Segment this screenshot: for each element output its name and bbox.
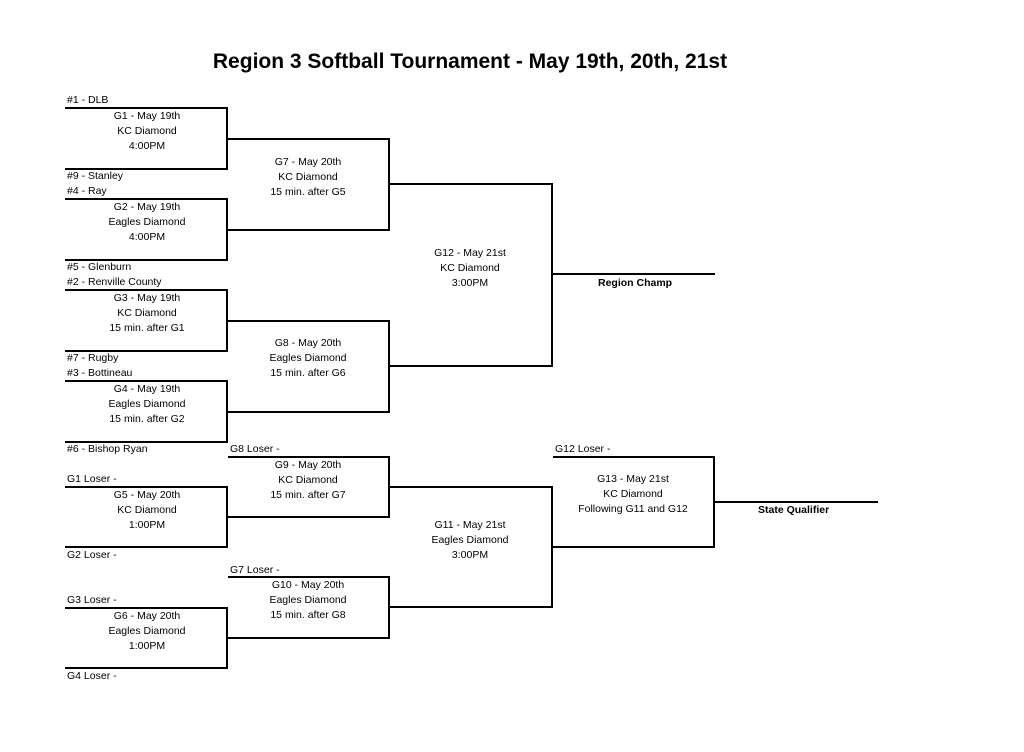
game-g5-site: KC Diamond: [117, 504, 177, 516]
team-seed-2: #2 - Renville County: [67, 276, 162, 288]
line-g11-bottom: [388, 606, 553, 608]
line-g12-bottom: [388, 365, 553, 367]
loser-g8: G8 Loser -: [230, 443, 280, 455]
line-g6-bottom: [65, 667, 228, 669]
game-g11-time: 3:00PM: [451, 549, 489, 561]
game-g2-site: Eagles Diamond: [108, 216, 186, 228]
line-g9-bottom: [226, 516, 390, 518]
line-g7-bottom: [226, 229, 390, 231]
game-g4-title: G4 - May 19th: [113, 383, 181, 395]
game-g11: G11 - May 21st Eagles Diamond 3:00PM: [390, 518, 550, 563]
game-g9-title: G9 - May 20th: [274, 459, 342, 471]
loser-g7: G7 Loser -: [230, 564, 280, 576]
game-g5-title: G5 - May 20th: [113, 489, 181, 501]
line-g11-top: [388, 486, 553, 488]
game-g3-site: KC Diamond: [117, 307, 177, 319]
team-seed-6: #6 - Bishop Ryan: [67, 443, 148, 455]
game-g12-time: 3:00PM: [451, 277, 489, 289]
line-g7-top: [226, 138, 390, 140]
line-g2-bottom: [65, 259, 228, 261]
state-qualifier-label: State Qualifier: [758, 504, 830, 516]
game-g1-title: G1 - May 19th: [113, 110, 181, 122]
game-g9-time: 15 min. after G7: [270, 489, 346, 501]
line-g2-top: [65, 198, 228, 200]
game-g12-title: G12 - May 21st: [434, 247, 506, 259]
game-g13-time: Following G11 and G12: [578, 503, 688, 515]
game-g7: G7 - May 20th KC Diamond 15 min. after G…: [228, 155, 388, 200]
game-g1-time: 4:00PM: [128, 140, 166, 152]
game-g10-time: 15 min. after G8: [270, 609, 346, 621]
game-g11-title: G11 - May 21st: [434, 519, 506, 531]
team-seed-5: #5 - Glenburn: [67, 261, 132, 273]
game-g8-title: G8 - May 20th: [274, 337, 342, 349]
game-g5-time: 1:00PM: [128, 519, 166, 531]
game-g13-title: G13 - May 21st: [597, 473, 669, 485]
line-g4-top: [65, 380, 228, 382]
line-g5-bottom: [65, 546, 228, 548]
game-g1-site: KC Diamond: [117, 125, 177, 137]
game-g11-site: Eagles Diamond: [431, 534, 509, 546]
line-g5-top: [65, 486, 228, 488]
line-g12-vert: [551, 183, 553, 367]
line-g12-top: [388, 183, 553, 185]
game-g7-title: G7 - May 20th: [274, 156, 342, 168]
loser-g2: G2 Loser -: [67, 549, 117, 561]
loser-g3: G3 Loser -: [67, 594, 117, 606]
game-g4-time: 15 min. after G2: [109, 413, 185, 425]
line-g13-top: [553, 456, 715, 458]
game-g3-title: G3 - May 19th: [113, 292, 181, 304]
game-g6-time: 1:00PM: [128, 640, 166, 652]
line-g10-bottom: [226, 637, 390, 639]
line-g4-bottom: [65, 441, 228, 443]
game-g13-site: KC Diamond: [603, 488, 663, 500]
game-g3-time: 15 min. after G1: [109, 322, 185, 334]
game-g3: G3 - May 19th KC Diamond 15 min. after G…: [67, 291, 227, 336]
game-g4-site: Eagles Diamond: [108, 398, 186, 410]
game-g6-site: Eagles Diamond: [108, 625, 186, 637]
loser-g4: G4 Loser -: [67, 670, 117, 682]
game-g4: G4 - May 19th Eagles Diamond 15 min. aft…: [67, 382, 227, 427]
line-g1-bottom: [65, 168, 228, 170]
game-g13: G13 - May 21st KC Diamond Following G11 …: [553, 472, 713, 517]
line-g3-top: [65, 289, 228, 291]
game-g8: G8 - May 20th Eagles Diamond 15 min. aft…: [228, 336, 388, 381]
line-state-qualifier: [713, 501, 878, 503]
game-g2-time: 4:00PM: [128, 231, 166, 243]
game-g12-site: KC Diamond: [440, 262, 500, 274]
team-seed-1: #1 - DLB: [67, 94, 109, 106]
line-g6-top: [65, 607, 228, 609]
game-g8-site: Eagles Diamond: [269, 352, 347, 364]
game-g12: G12 - May 21st KC Diamond 3:00PM: [390, 246, 550, 291]
game-g1: G1 - May 19th KC Diamond 4:00PM: [67, 109, 227, 154]
line-g13-bottom: [551, 546, 715, 548]
line-region-champ: [551, 273, 715, 275]
game-g2: G2 - May 19th Eagles Diamond 4:00PM: [67, 200, 227, 245]
game-g10-title: G10 - May 20th: [271, 579, 345, 591]
game-g2-title: G2 - May 19th: [113, 201, 181, 213]
game-g9-site: KC Diamond: [278, 474, 338, 486]
team-seed-7: #7 - Rugby: [67, 352, 119, 364]
game-g6: G6 - May 20th Eagles Diamond 1:00PM: [67, 609, 227, 654]
loser-g1: G1 Loser -: [67, 473, 117, 485]
game-g6-title: G6 - May 20th: [113, 610, 181, 622]
team-seed-9: #9 - Stanley: [67, 170, 124, 182]
game-g9: G9 - May 20th KC Diamond 15 min. after G…: [228, 458, 388, 503]
line-g9-top: [228, 456, 390, 458]
game-g7-site: KC Diamond: [278, 171, 338, 183]
line-g8-top: [226, 320, 390, 322]
line-g10-top: [228, 576, 390, 578]
line-g8-bottom: [226, 411, 390, 413]
game-g7-time: 15 min. after G5: [270, 186, 346, 198]
line-g3-bottom: [65, 350, 228, 352]
line-g1-top: [65, 107, 228, 109]
game-g10: G10 - May 20th Eagles Diamond 15 min. af…: [228, 578, 388, 623]
team-seed-3: #3 - Bottineau: [67, 367, 133, 379]
game-g10-site: Eagles Diamond: [269, 594, 347, 606]
game-g5: G5 - May 20th KC Diamond 1:00PM: [67, 488, 227, 533]
page-title: Region 3 Softball Tournament - May 19th,…: [212, 50, 728, 73]
team-seed-4: #4 - Ray: [67, 185, 107, 197]
region-champ-label: Region Champ: [598, 277, 673, 289]
loser-g12: G12 Loser -: [555, 443, 611, 455]
game-g8-time: 15 min. after G6: [270, 367, 346, 379]
